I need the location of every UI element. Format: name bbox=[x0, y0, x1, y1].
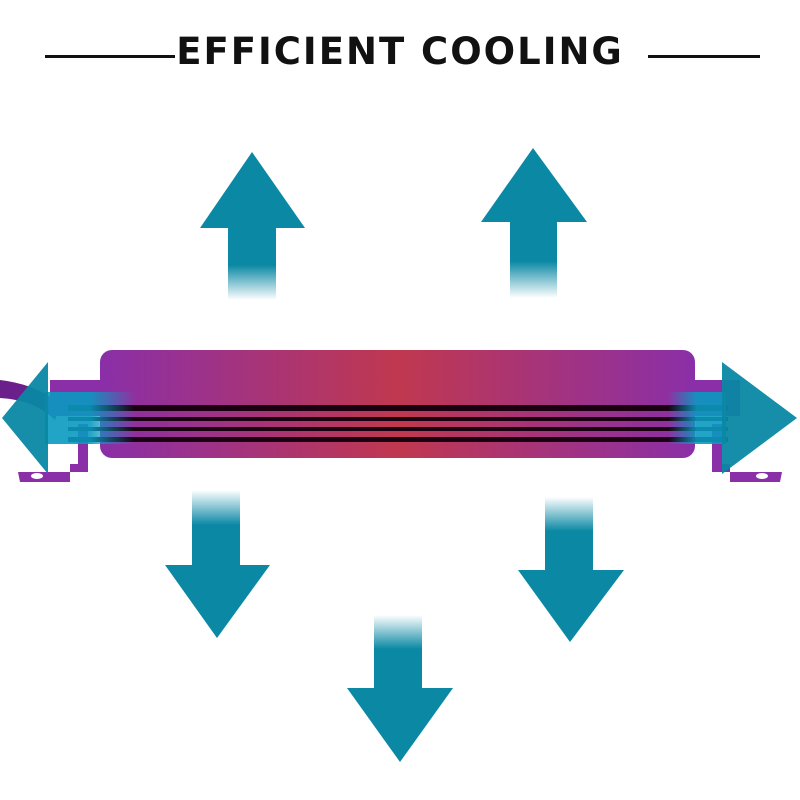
arrow-right-icon bbox=[668, 362, 797, 474]
title-rule-left bbox=[45, 55, 175, 58]
arrow-down-icon bbox=[518, 497, 624, 642]
arrow-up-icon bbox=[200, 152, 305, 300]
title-rule-right bbox=[648, 55, 760, 58]
arrow-down-icon bbox=[347, 615, 453, 762]
arrow-up-icon bbox=[481, 148, 587, 298]
headline: EFFICIENT COOLING bbox=[176, 30, 624, 73]
arrow-down-icon bbox=[165, 490, 270, 638]
arrow-left-icon bbox=[2, 362, 135, 474]
